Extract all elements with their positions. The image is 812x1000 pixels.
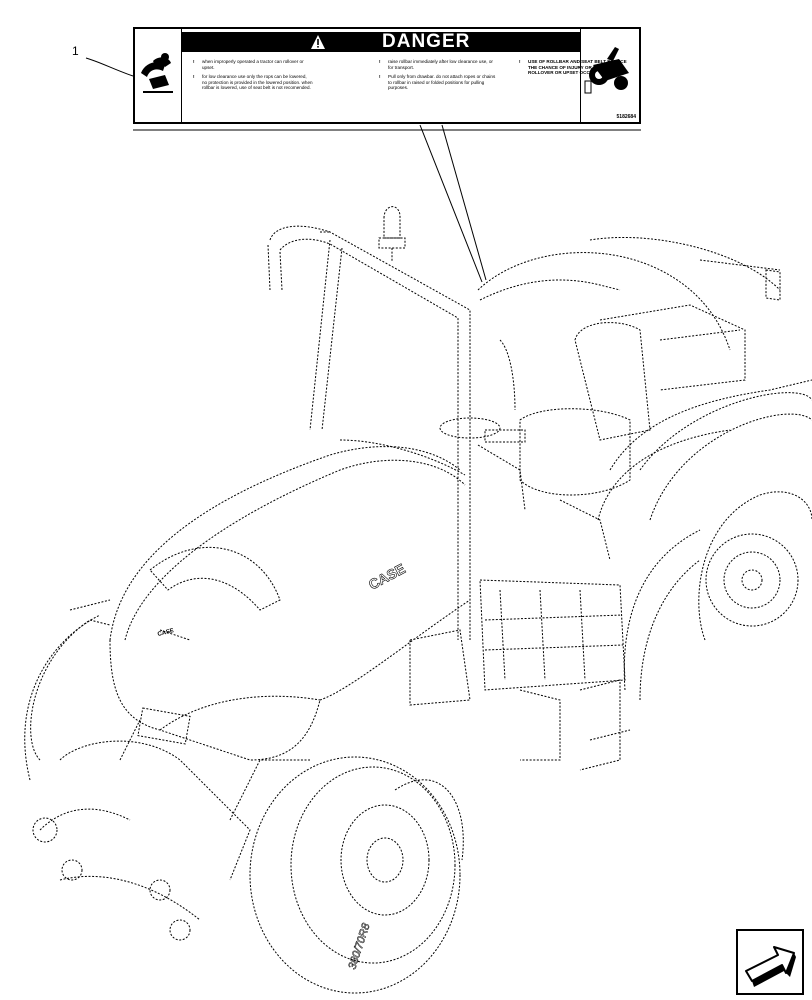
danger-signal-word: DANGER	[382, 31, 471, 52]
decal-leader-lines	[85, 57, 641, 283]
operator-seat	[519, 304, 746, 496]
decal-header: DANGER	[182, 31, 580, 52]
decal-text: USE OF ROLLBAR AND SEAT BELT REDUCE THE …	[519, 59, 629, 76]
next-page-button[interactable]	[736, 929, 804, 995]
warning-triangle-icon	[311, 35, 325, 49]
tractor-rollover-icon	[584, 47, 629, 94]
decal-right-panel	[580, 29, 639, 122]
rear-right-wheel	[639, 392, 812, 641]
decal-column-3: USE OF ROLLBAR AND SEAT BELT REDUCE THE …	[519, 59, 629, 80]
decal-text: for low clearance use only the rops can …	[193, 74, 313, 91]
decal-column-1: when improperly operated a tractor can r…	[193, 59, 313, 95]
operator-platform	[409, 579, 631, 771]
decal-column-2: raise rollbar immediately after low clea…	[379, 59, 497, 95]
decal-part-number: 5182684	[616, 114, 636, 120]
next-page-arrow-icon	[745, 946, 796, 987]
decal-left-panel	[135, 29, 182, 122]
callout-number: 1	[72, 44, 79, 58]
rear-fender	[477, 237, 812, 701]
front-right-wheel	[249, 756, 464, 994]
steering-wheel	[439, 339, 526, 511]
decal-text: Pull only from drawbar. do not attach ro…	[379, 74, 497, 91]
engine-hood	[109, 439, 471, 761]
beacon-light	[378, 206, 406, 262]
rollbar	[267, 225, 471, 640]
rear-body	[479, 259, 781, 561]
front-axle	[32, 599, 310, 941]
decal-text: raise rollbar immediately after low clea…	[379, 59, 497, 70]
hood-brand-label: CASE	[366, 560, 408, 592]
tyre-size-label: 380/70R8	[346, 921, 372, 971]
rollover-hazard-icon	[141, 53, 173, 93]
danger-decal: DANGER when improperly operated a tracto…	[133, 27, 641, 124]
front-left-wheel	[24, 614, 101, 781]
grille-badge: CASE	[157, 628, 175, 638]
decal-text: when improperly operated a tractor can r…	[193, 59, 313, 70]
